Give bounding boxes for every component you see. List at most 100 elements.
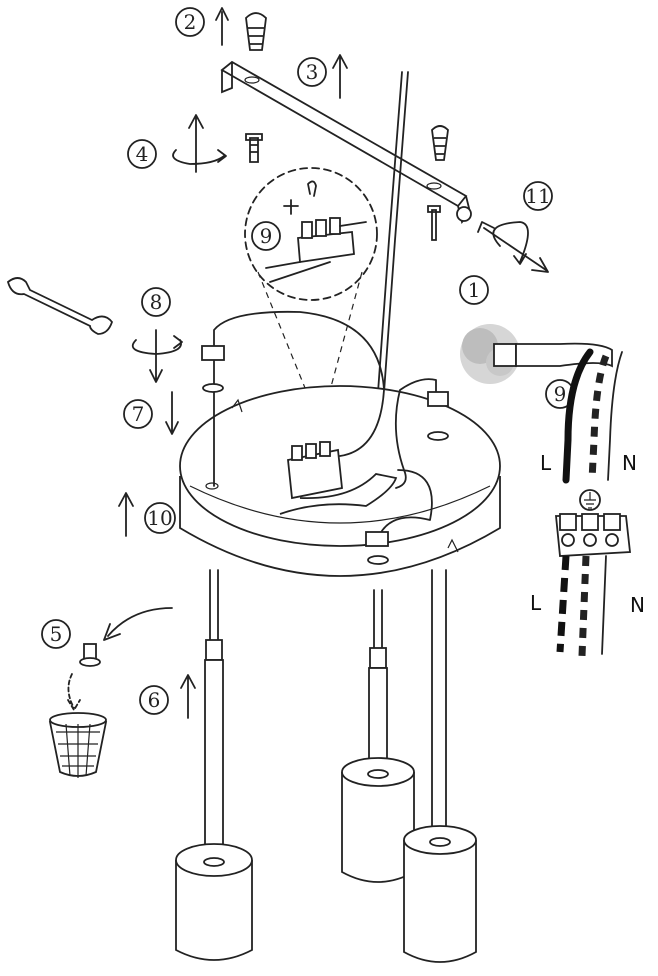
earth-wire-bottom xyxy=(578,555,590,657)
rotate-arrow-icon xyxy=(172,149,227,165)
canopy-hole xyxy=(205,482,219,490)
pendant-wire-c xyxy=(377,469,433,539)
terminal-screw xyxy=(315,219,327,237)
step-11-group: 11 xyxy=(477,181,553,273)
canopy-notch xyxy=(231,398,459,553)
curved-arrow-icon xyxy=(103,607,173,641)
pendant-shade-icon xyxy=(175,860,253,961)
step-5-label: 5 xyxy=(50,622,63,646)
rotate-arrow-icon xyxy=(131,335,183,355)
neutral-wire-top xyxy=(607,351,623,481)
step-10-group: 10 xyxy=(118,492,176,537)
pendant-tube xyxy=(431,569,447,833)
up-arrow-icon xyxy=(180,674,196,719)
pendant-cord xyxy=(373,589,383,649)
neutral-wire-bottom xyxy=(601,555,607,655)
step-9-label: 9 xyxy=(554,382,567,406)
cable-sheath xyxy=(515,342,613,368)
thread-sleeve xyxy=(369,647,387,669)
step-8-group: 8 xyxy=(6,277,183,383)
cord-grip xyxy=(279,473,398,515)
step-9-label-detail: 9 xyxy=(260,224,273,248)
screwdriver-icon xyxy=(307,180,317,197)
down-arrow-icon xyxy=(149,329,163,383)
step-1-label: 1 xyxy=(468,278,481,302)
bracket-slot xyxy=(244,76,260,84)
step-4-label: 4 xyxy=(136,142,149,166)
up-arrow-icon xyxy=(332,54,348,99)
pendant-tube xyxy=(204,659,224,861)
pendant-cord xyxy=(209,569,219,641)
gland-nut xyxy=(201,345,225,361)
step-4-group: 4 xyxy=(127,114,263,173)
neutral-label-top: N xyxy=(622,451,637,475)
step-1-group: 1 xyxy=(459,275,489,305)
step-7-group: 7 xyxy=(123,391,179,435)
pendant-wire-a xyxy=(213,310,385,487)
wall-plug-icon xyxy=(245,12,267,51)
canopy-inner-edge xyxy=(189,485,491,524)
pendant-tube xyxy=(368,667,388,773)
earth-wire-top xyxy=(588,354,610,481)
terminal-screw xyxy=(301,221,313,239)
live-wire-bottom xyxy=(556,555,570,653)
step-1-circle xyxy=(459,275,489,305)
pendant-left xyxy=(175,569,253,961)
wall-plug-icon xyxy=(431,125,449,161)
step-5-group: 5 xyxy=(41,607,173,778)
step-5-circle xyxy=(41,619,71,649)
terminal-screw xyxy=(319,441,331,457)
step-11-label: 11 xyxy=(525,184,550,208)
step-8-label: 8 xyxy=(150,290,163,314)
washer xyxy=(367,555,389,565)
end-cap-base xyxy=(79,657,101,667)
earth-ground-icon xyxy=(579,489,601,511)
step-3-label: 3 xyxy=(306,60,319,84)
shade-hole xyxy=(203,857,225,867)
cable-sheath-end xyxy=(493,343,517,367)
terminal-screw xyxy=(305,443,317,459)
step-9-circle-detail xyxy=(251,221,281,251)
terminal-screw xyxy=(329,217,341,235)
curved-arrow-icon xyxy=(67,673,81,711)
shade-hole xyxy=(429,837,451,847)
detail-wires xyxy=(265,221,367,283)
double-arrow-icon xyxy=(477,221,549,273)
gland-nut xyxy=(427,391,449,407)
step-7-circle xyxy=(123,399,153,429)
pendant-wire-b xyxy=(394,378,437,489)
pendant-right xyxy=(403,569,477,963)
bracket-screw-head xyxy=(456,206,472,222)
trash-bin-icon xyxy=(48,712,108,778)
wiring-diagram: 9 L N L N xyxy=(460,324,645,657)
screw-icon xyxy=(427,205,441,241)
canopy-icon xyxy=(179,310,501,577)
up-arrow-icon xyxy=(215,7,229,46)
step-11-circle xyxy=(523,181,553,211)
pendant-middle xyxy=(341,589,415,883)
gland-nut xyxy=(365,531,389,547)
terminal-screw xyxy=(291,445,303,461)
step-2-circle xyxy=(175,7,205,37)
screw-icon xyxy=(245,133,263,163)
down-arrow-icon xyxy=(165,391,179,435)
step-2-label: 2 xyxy=(184,10,197,34)
step-6-label: 6 xyxy=(148,688,161,712)
washer xyxy=(427,431,449,441)
step-6-group: 6 xyxy=(139,674,196,719)
step-10-label: 10 xyxy=(147,506,172,530)
step-8-circle xyxy=(141,287,171,317)
step-4-circle xyxy=(127,139,157,169)
neutral-label-bottom: N xyxy=(630,593,645,617)
pendant-shade-icon xyxy=(403,840,477,963)
up-arrow-icon xyxy=(118,492,134,537)
detail-circle xyxy=(244,167,378,301)
step-6-circle xyxy=(139,685,169,715)
rotate-arrow-icon xyxy=(283,199,299,215)
terminal-block-icon xyxy=(555,513,631,557)
step-3-circle xyxy=(297,57,327,87)
rotate-arrow-icon xyxy=(492,221,529,265)
step-10-circle xyxy=(144,502,176,534)
live-label-top: L xyxy=(540,451,552,475)
